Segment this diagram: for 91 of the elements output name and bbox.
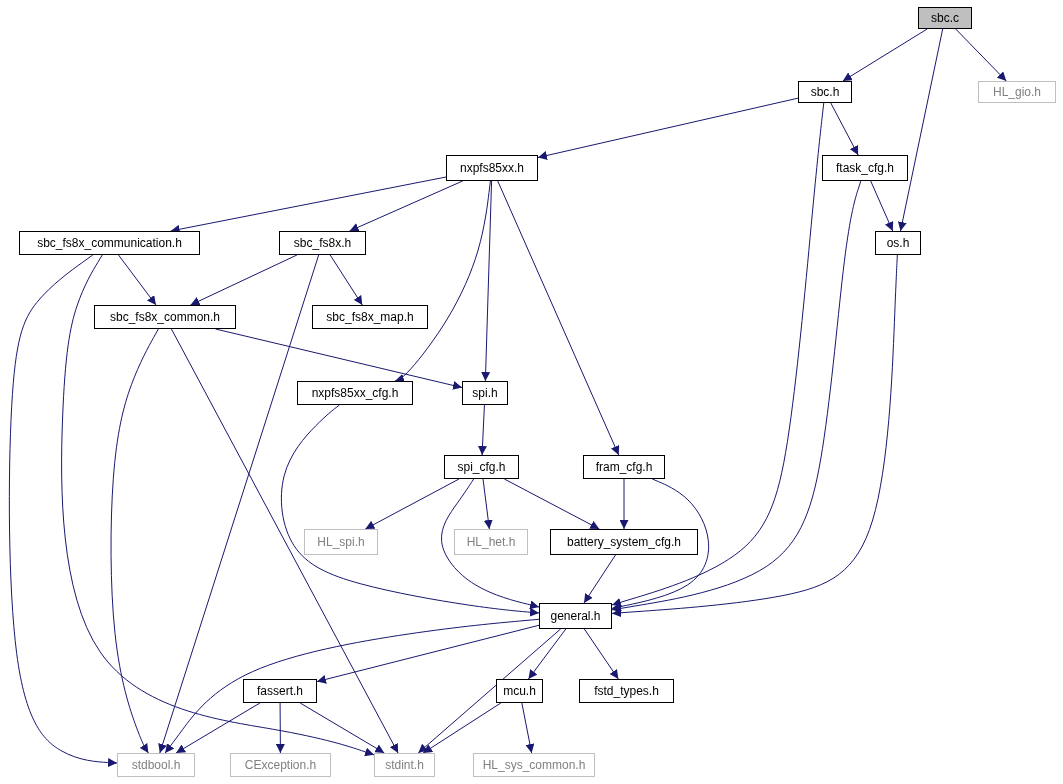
- file-box: [94, 305, 236, 329]
- file-name: sbc_fs8x_communication.h: [37, 236, 182, 250]
- file-name: sbc_fs8x_common.h: [109, 310, 221, 324]
- file-name: nxpfs85xx_cfg.h: [311, 386, 399, 400]
- file-box: [374, 753, 435, 777]
- arrow: [611, 254, 898, 618]
- arrow: [280, 404, 540, 617]
- arrow: [497, 180, 620, 456]
- file-box: [297, 381, 413, 405]
- arrow: [190, 254, 298, 306]
- file-name: battery_system_cfg.h: [566, 535, 682, 549]
- file-name: mcu.h: [503, 684, 536, 698]
- file-name: os.h: [886, 236, 910, 250]
- file-name: sbc_fs8x.h: [293, 236, 352, 250]
- arrow: [316, 624, 540, 684]
- file-box: [444, 455, 519, 479]
- arrow: [830, 102, 859, 156]
- file-box: [462, 381, 508, 405]
- file-box: [579, 679, 674, 703]
- arrow: [842, 28, 928, 82]
- arrow: [364, 478, 460, 530]
- file-name: HL_gio.h: [992, 85, 1041, 99]
- arrow: [611, 180, 862, 613]
- arrow: [110, 328, 159, 754]
- file-box: [230, 753, 331, 777]
- file-name: HL_het.h: [466, 535, 516, 549]
- file-box: [583, 455, 665, 479]
- file-name: sbc.c: [931, 11, 959, 25]
- file-name: spi.h: [472, 386, 498, 400]
- file-name: CException.h: [244, 758, 317, 772]
- arrow: [870, 180, 894, 232]
- file-box: [446, 155, 538, 181]
- arrow: [897, 28, 944, 232]
- file-name: sbc.h: [810, 85, 840, 99]
- arrow: [158, 254, 320, 754]
- file-name: stdint.h: [385, 758, 424, 772]
- arrow: [175, 702, 261, 754]
- arrow: [417, 628, 562, 754]
- arrow: [521, 702, 535, 754]
- file-box: [243, 679, 317, 703]
- file-box: [539, 603, 612, 629]
- arrow: [8, 254, 118, 767]
- arrow: [61, 254, 375, 757]
- file-box: [19, 231, 200, 255]
- arrow: [619, 478, 629, 530]
- arrow: [583, 554, 616, 604]
- file-name: general.h: [550, 609, 601, 623]
- file-name: nxpfs85xx.h: [459, 161, 524, 175]
- file-box: [550, 529, 698, 555]
- file-name: ftask_cfg.h: [836, 161, 894, 175]
- arrow: [441, 478, 540, 610]
- arrow: [164, 618, 540, 754]
- arrow: [170, 328, 399, 754]
- arrow: [478, 404, 487, 456]
- file-box: [798, 81, 852, 103]
- arrow: [482, 478, 493, 530]
- arrow: [329, 254, 363, 306]
- file-name: HL_sys_common.h: [482, 758, 586, 772]
- file-box: [279, 231, 366, 255]
- file-box: [304, 529, 378, 555]
- arrow: [215, 328, 463, 390]
- file-box: [496, 679, 543, 703]
- arrow: [583, 628, 619, 680]
- arrow: [611, 102, 825, 607]
- file-name: fstd_types.h: [594, 684, 659, 698]
- file-box: [875, 231, 921, 255]
- file-name: spi_cfg.h: [457, 460, 506, 474]
- file-name: sbc_fs8x_map.h: [326, 310, 414, 324]
- arrow: [955, 28, 1007, 82]
- arrow: [349, 180, 464, 232]
- arrow: [275, 702, 285, 754]
- file-box: [918, 7, 972, 29]
- file-box: [978, 81, 1056, 103]
- file-name: fassert.h: [257, 684, 303, 698]
- arrow: [527, 628, 567, 680]
- file-name: stdbool.h: [131, 758, 181, 772]
- file-box: [473, 753, 595, 777]
- arrow: [394, 180, 491, 383]
- arrow: [299, 702, 385, 754]
- arrow: [611, 478, 710, 611]
- file-box: [312, 305, 428, 329]
- arrow: [118, 254, 157, 306]
- file-box: [454, 529, 528, 555]
- arrow: [537, 97, 799, 160]
- file-box: [822, 155, 908, 181]
- file-name: HL_spi.h: [317, 535, 365, 549]
- arrow: [503, 478, 600, 530]
- arrow: [481, 180, 493, 382]
- file-name: fram_cfg.h: [595, 460, 653, 474]
- file-box: [117, 753, 195, 777]
- arrow: [422, 702, 502, 754]
